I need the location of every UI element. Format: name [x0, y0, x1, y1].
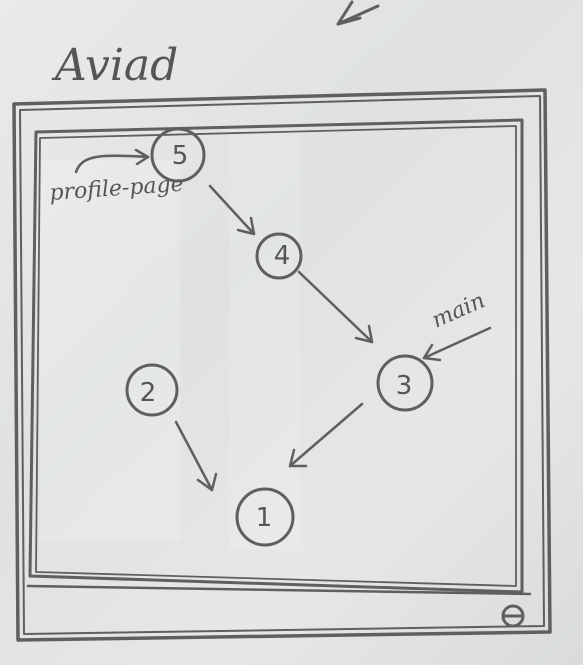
glare	[230, 130, 300, 550]
bezel-line	[26, 584, 532, 596]
phone-screen-stroke	[35, 125, 517, 587]
arrow-5-to-4	[208, 184, 256, 236]
node-3: 3	[376, 354, 434, 412]
arrow-into-node-5	[74, 148, 150, 174]
phone-screen	[28, 118, 524, 594]
arrow-main-to-3	[422, 326, 492, 362]
top-arrow-fragment	[336, 0, 380, 26]
glare	[40, 160, 180, 540]
node-label: 2	[140, 378, 157, 408]
title: Aviad	[51, 40, 178, 91]
arrow-3-to-1	[288, 402, 364, 468]
node-1: 1	[235, 487, 295, 547]
node-5: 5	[150, 127, 206, 183]
node-4: 4	[255, 232, 303, 280]
main-label: main	[428, 288, 489, 333]
phone-outer-frame-stroke	[19, 95, 545, 635]
node-label: 4	[274, 241, 291, 271]
arrow-4-to-3	[297, 270, 374, 344]
home-button	[501, 604, 525, 628]
node-label: 5	[172, 141, 189, 171]
arrow-2-to-1	[174, 420, 218, 492]
node-2: 2	[125, 363, 179, 417]
node-label: 1	[256, 503, 273, 533]
node-label: 3	[396, 371, 413, 401]
phone-outer-frame	[12, 88, 552, 642]
